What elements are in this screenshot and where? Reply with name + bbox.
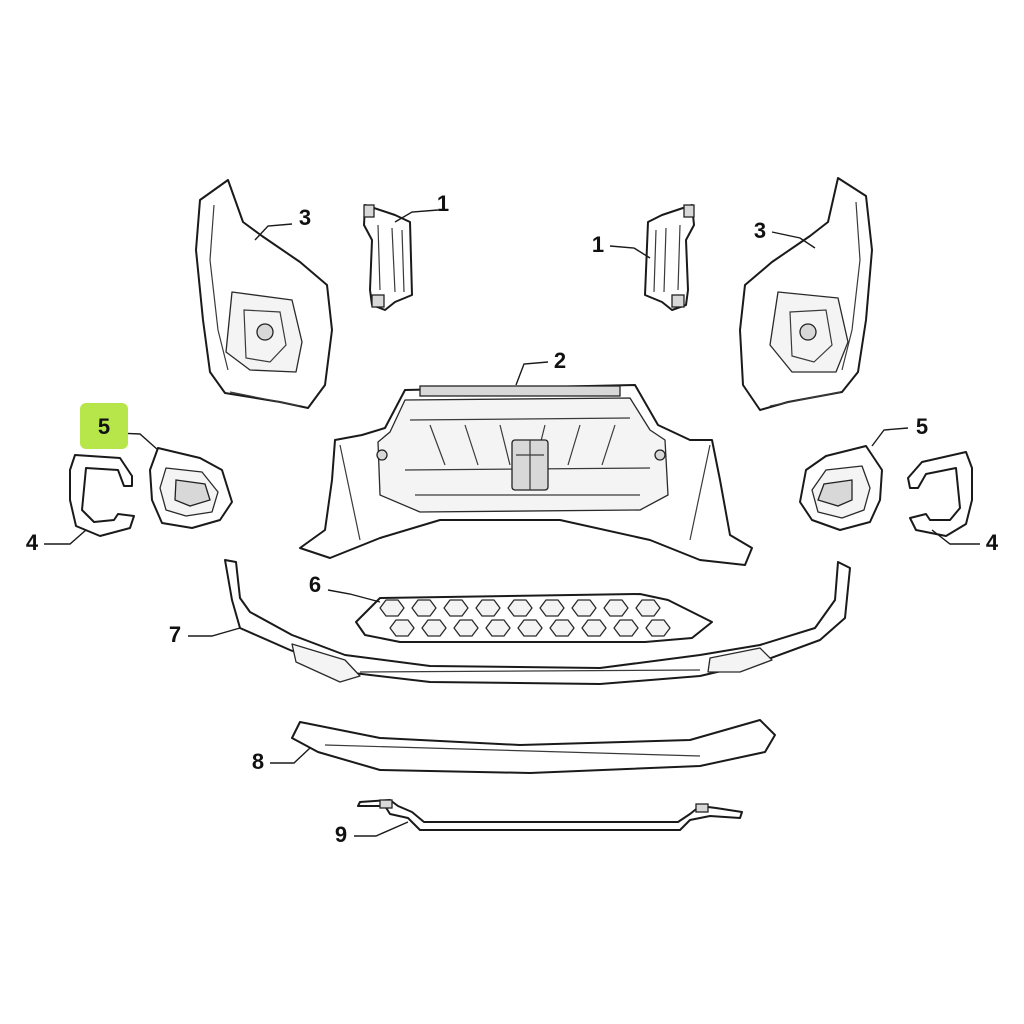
callout-1-left[interactable]: 1: [437, 191, 449, 216]
callout-5-left[interactable]: 5: [98, 414, 110, 439]
grille-cell: [453, 619, 479, 637]
part-8-lower-trim[interactable]: [291, 719, 776, 774]
grille-cell: [421, 619, 447, 637]
callout-2[interactable]: 2: [554, 348, 566, 373]
grille-cell: [603, 599, 629, 617]
part-4-left-trim-ring[interactable]: [69, 454, 135, 537]
part-6-grille[interactable]: [355, 593, 713, 643]
callout-7[interactable]: 7: [169, 622, 181, 647]
grille-cell: [635, 599, 661, 617]
grille-cell: [517, 619, 543, 637]
part-5-left-fog-bezel[interactable]: [149, 447, 233, 529]
grille-cell: [549, 619, 575, 637]
grille-cell: [485, 619, 511, 637]
callout-3-right[interactable]: 3: [754, 218, 766, 243]
leader-lines: [44, 209, 980, 837]
part-1-right-bracket[interactable]: [644, 204, 695, 311]
part-3-left-bumper-corner[interactable]: [195, 179, 333, 409]
callout-4-left[interactable]: 4: [26, 530, 39, 555]
grille-cell: [411, 599, 437, 617]
callout-5-right[interactable]: 5: [916, 414, 928, 439]
part-4-right-trim-ring[interactable]: [907, 451, 973, 537]
grille-cell: [389, 619, 415, 637]
callout-8[interactable]: 8: [252, 749, 264, 774]
grille-cell: [581, 619, 607, 637]
part-1-left-bracket[interactable]: [363, 204, 413, 311]
grille-cell: [443, 599, 469, 617]
part-7-lower-bumper[interactable]: [224, 559, 851, 685]
callout-1-right[interactable]: 1: [592, 232, 604, 257]
callouts: 1 1 2 3 3 4 4 5 5 6 7 8 9: [26, 191, 999, 847]
callout-3-left[interactable]: 3: [299, 205, 311, 230]
grille-cell: [613, 619, 639, 637]
callout-6[interactable]: 6: [309, 572, 321, 597]
grille-cell: [645, 619, 671, 637]
grille-cell: [379, 599, 405, 617]
part-5-right-fog-bezel[interactable]: [799, 445, 883, 531]
grille-cell: [507, 599, 533, 617]
part-9-reinforcement-bar[interactable]: [357, 799, 743, 831]
callout-highlight: [80, 403, 128, 449]
grille-cell: [475, 599, 501, 617]
grille-cell: [571, 599, 597, 617]
part-3-right-bumper-corner[interactable]: [739, 177, 873, 411]
callout-9[interactable]: 9: [335, 822, 347, 847]
part-2-bumper-frame[interactable]: [299, 384, 753, 566]
grille-cell: [539, 599, 565, 617]
callout-4-right[interactable]: 4: [986, 530, 999, 555]
